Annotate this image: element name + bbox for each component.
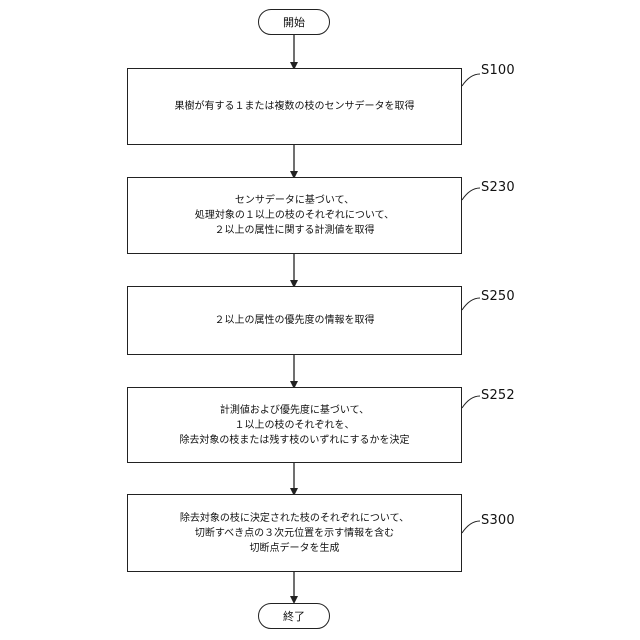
step-s230-box: センサデータに基づいて、 処理対象の１以上の枝のそれぞれについて、 ２以上の属性… [127, 177, 462, 254]
step-s230-id: S230 [481, 180, 515, 195]
step-s230-text: センサデータに基づいて、 処理対象の１以上の枝のそれぞれについて、 ２以上の属性… [195, 193, 394, 238]
step-s100-line: 果樹が有する１または複数の枝のセンサデータを取得 [175, 99, 415, 114]
step-s100-text: 果樹が有する１または複数の枝のセンサデータを取得 [175, 99, 415, 114]
step-s252-line: 計測値および優先度に基づいて、 [179, 403, 409, 418]
step-s300-line: 切断すべき点の３次元位置を示す情報を含む [180, 526, 409, 541]
step-s300-line: 除去対象の枝に決定された枝のそれぞれについて、 [180, 511, 409, 526]
step-s252-text: 計測値および優先度に基づいて、 １以上の枝のそれぞれを、 除去対象の枝または残す… [179, 403, 409, 448]
leader-s100 [462, 74, 480, 86]
end-terminal: 終了 [258, 603, 330, 629]
step-s230-line: ２以上の属性に関する計測値を取得 [195, 223, 394, 238]
step-s230-line: センサデータに基づいて、 [195, 193, 394, 208]
start-terminal: 開始 [258, 9, 330, 35]
step-s250-id: S250 [481, 289, 515, 304]
leader-s230 [462, 188, 480, 200]
leader-s300 [462, 521, 480, 533]
step-s250-box: ２以上の属性の優先度の情報を取得 [127, 286, 462, 355]
step-s252-id: S252 [481, 388, 515, 403]
step-s300-box: 除去対象の枝に決定された枝のそれぞれについて、 切断すべき点の３次元位置を示す情… [127, 494, 462, 572]
step-s300-text: 除去対象の枝に決定された枝のそれぞれについて、 切断すべき点の３次元位置を示す情… [180, 511, 409, 556]
step-s250-text: ２以上の属性の優先度の情報を取得 [215, 313, 375, 328]
leader-s252 [462, 396, 480, 408]
end-label: 終了 [283, 608, 305, 624]
step-s252-box: 計測値および優先度に基づいて、 １以上の枝のそれぞれを、 除去対象の枝または残す… [127, 387, 462, 463]
step-s300-line: 切断点データを生成 [180, 541, 409, 556]
start-label: 開始 [283, 14, 305, 30]
step-s300-id: S300 [481, 513, 515, 528]
step-s252-line: 除去対象の枝または残す枝のいずれにするかを決定 [179, 433, 409, 448]
step-s252-line: １以上の枝のそれぞれを、 [179, 418, 409, 433]
step-s230-line: 処理対象の１以上の枝のそれぞれについて、 [195, 208, 394, 223]
step-s100-id: S100 [481, 63, 515, 78]
step-s100-box: 果樹が有する１または複数の枝のセンサデータを取得 [127, 68, 462, 145]
leader-s250 [462, 298, 480, 310]
step-s250-line: ２以上の属性の優先度の情報を取得 [215, 313, 375, 328]
